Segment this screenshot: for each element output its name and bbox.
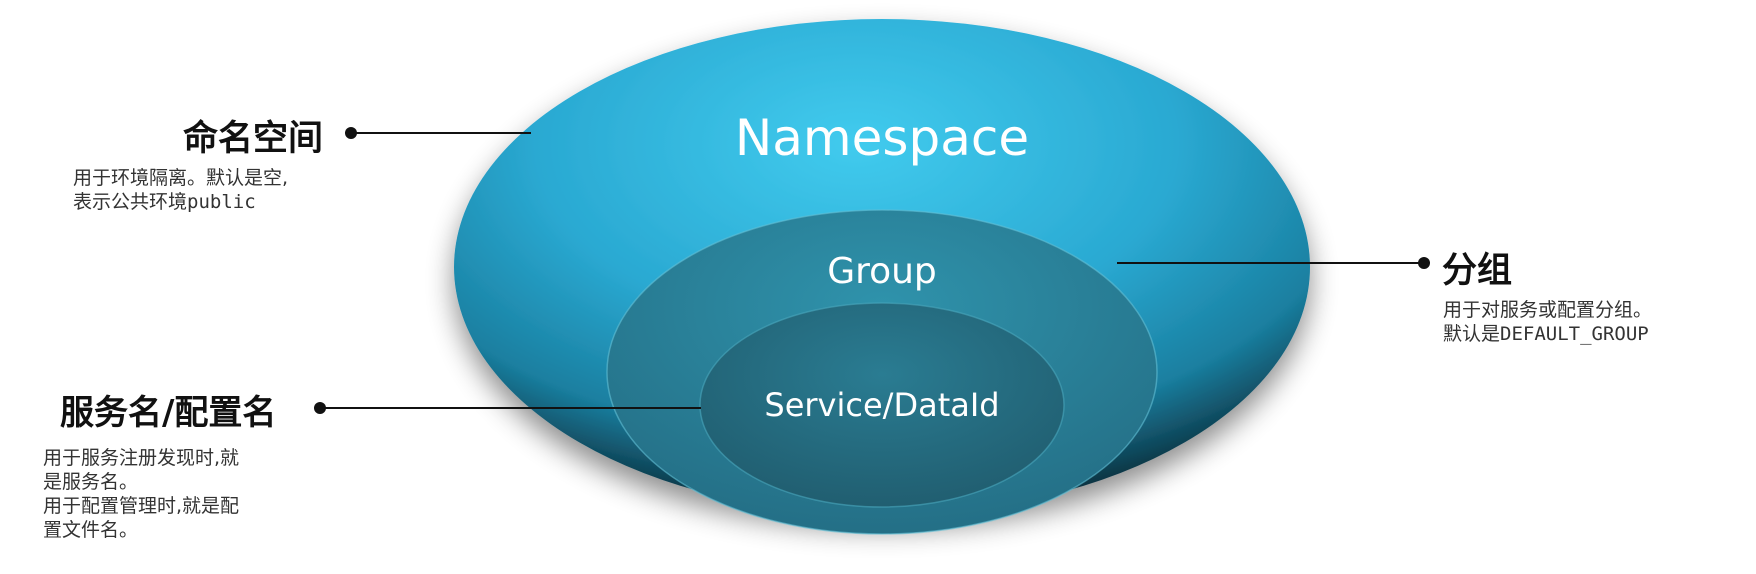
namespace-desc-line1: 用于环境隔离。默认是空, (73, 167, 289, 189)
group-desc-code: DEFAULT_GROUP (1500, 323, 1649, 345)
group-callout-dot (1418, 257, 1430, 269)
group-desc-line1: 用于对服务或配置分组。 (1443, 299, 1653, 321)
group-layer-label: Group (827, 251, 937, 292)
group-title: 分组 (1442, 251, 1513, 291)
group-desc-line2: 默认是DEFAULT_GROUP (1443, 322, 1652, 346)
service-desc-line4: 置文件名。 (43, 519, 139, 541)
service-title: 服务名/配置名 (60, 393, 277, 433)
namespace-layer-label: Namespace (735, 109, 1029, 167)
service-callout-dot (314, 402, 326, 414)
namespace-callout-dot (345, 127, 357, 139)
group-description: 用于对服务或配置分组。 默认是DEFAULT_GROUP (1443, 298, 1652, 346)
namespace-desc-line2: 表示公共环境public (73, 190, 288, 214)
namespace-description: 用于环境隔离。默认是空, 表示公共环境public (73, 166, 288, 214)
service-ellipse (699, 302, 1065, 508)
service-desc-line1: 用于服务注册发现时,就 (43, 447, 240, 469)
service-layer-label: Service/DataId (764, 386, 999, 424)
namespace-title: 命名空间 (183, 119, 324, 159)
service-desc-line2: 是服务名。 (43, 471, 139, 493)
namespace-desc-code: public (187, 191, 256, 213)
group-desc-line2-text: 默认是 (1443, 323, 1501, 345)
service-desc-line3: 用于配置管理时,就是配 (43, 495, 240, 517)
service-description: 用于服务注册发现时,就 是服务名。 用于配置管理时,就是配 置文件名。 (43, 446, 239, 542)
namespace-desc-line2-text: 表示公共环境 (73, 191, 188, 213)
